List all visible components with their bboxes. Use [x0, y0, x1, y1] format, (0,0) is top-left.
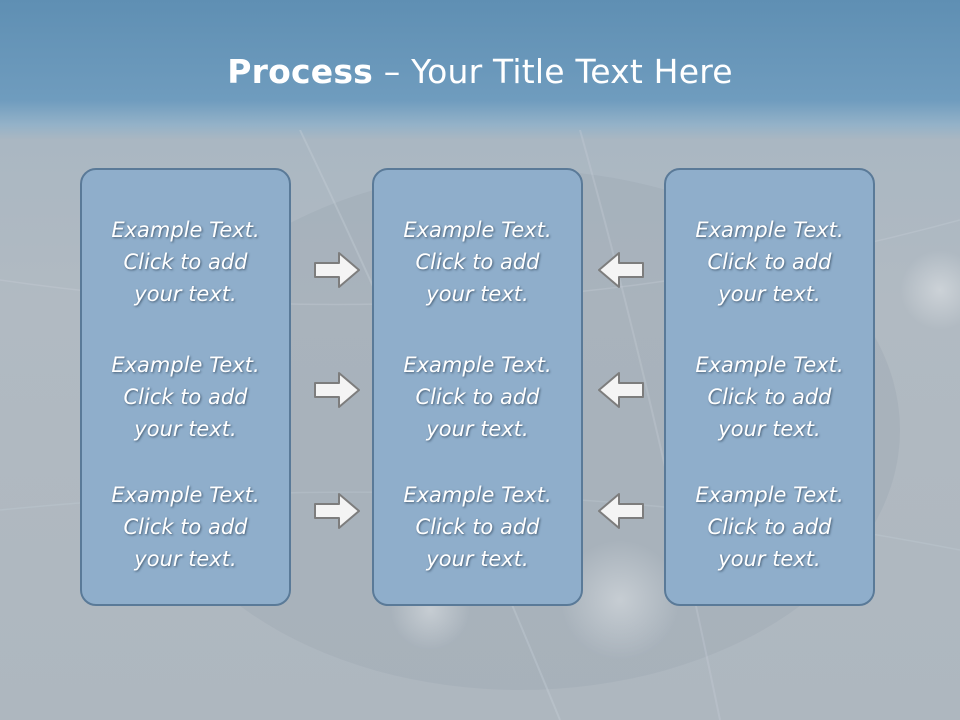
left-arrow-icon — [598, 493, 644, 529]
text-item[interactable]: Example Text. Click to add your text. — [111, 353, 260, 441]
right-arrow-icon — [314, 252, 360, 288]
text-item[interactable]: Example Text. Click to add your text. — [695, 218, 844, 306]
text-box-center[interactable]: Example Text. Click to add your text. Ex… — [372, 168, 583, 606]
text-item[interactable]: Example Text. Click to add your text. — [695, 353, 844, 441]
text-item[interactable]: Example Text. Click to add your text. — [695, 483, 844, 571]
title-bold: Process — [227, 52, 374, 91]
text-item[interactable]: Example Text. Click to add your text. — [111, 483, 260, 571]
title-rest: – Your Title Text Here — [373, 52, 733, 91]
text-item[interactable]: Example Text. Click to add your text. — [403, 218, 552, 306]
text-box-left[interactable]: Example Text. Click to add your text. Ex… — [80, 168, 291, 606]
left-arrow-icon — [598, 372, 644, 408]
page-title: Process – Your Title Text Here — [0, 52, 960, 91]
text-item[interactable]: Example Text. Click to add your text. — [111, 218, 260, 306]
text-item[interactable]: Example Text. Click to add your text. — [403, 483, 552, 571]
left-arrow-icon — [598, 252, 644, 288]
right-arrow-icon — [314, 372, 360, 408]
text-box-right[interactable]: Example Text. Click to add your text. Ex… — [664, 168, 875, 606]
text-item[interactable]: Example Text. Click to add your text. — [403, 353, 552, 441]
right-arrow-icon — [314, 493, 360, 529]
